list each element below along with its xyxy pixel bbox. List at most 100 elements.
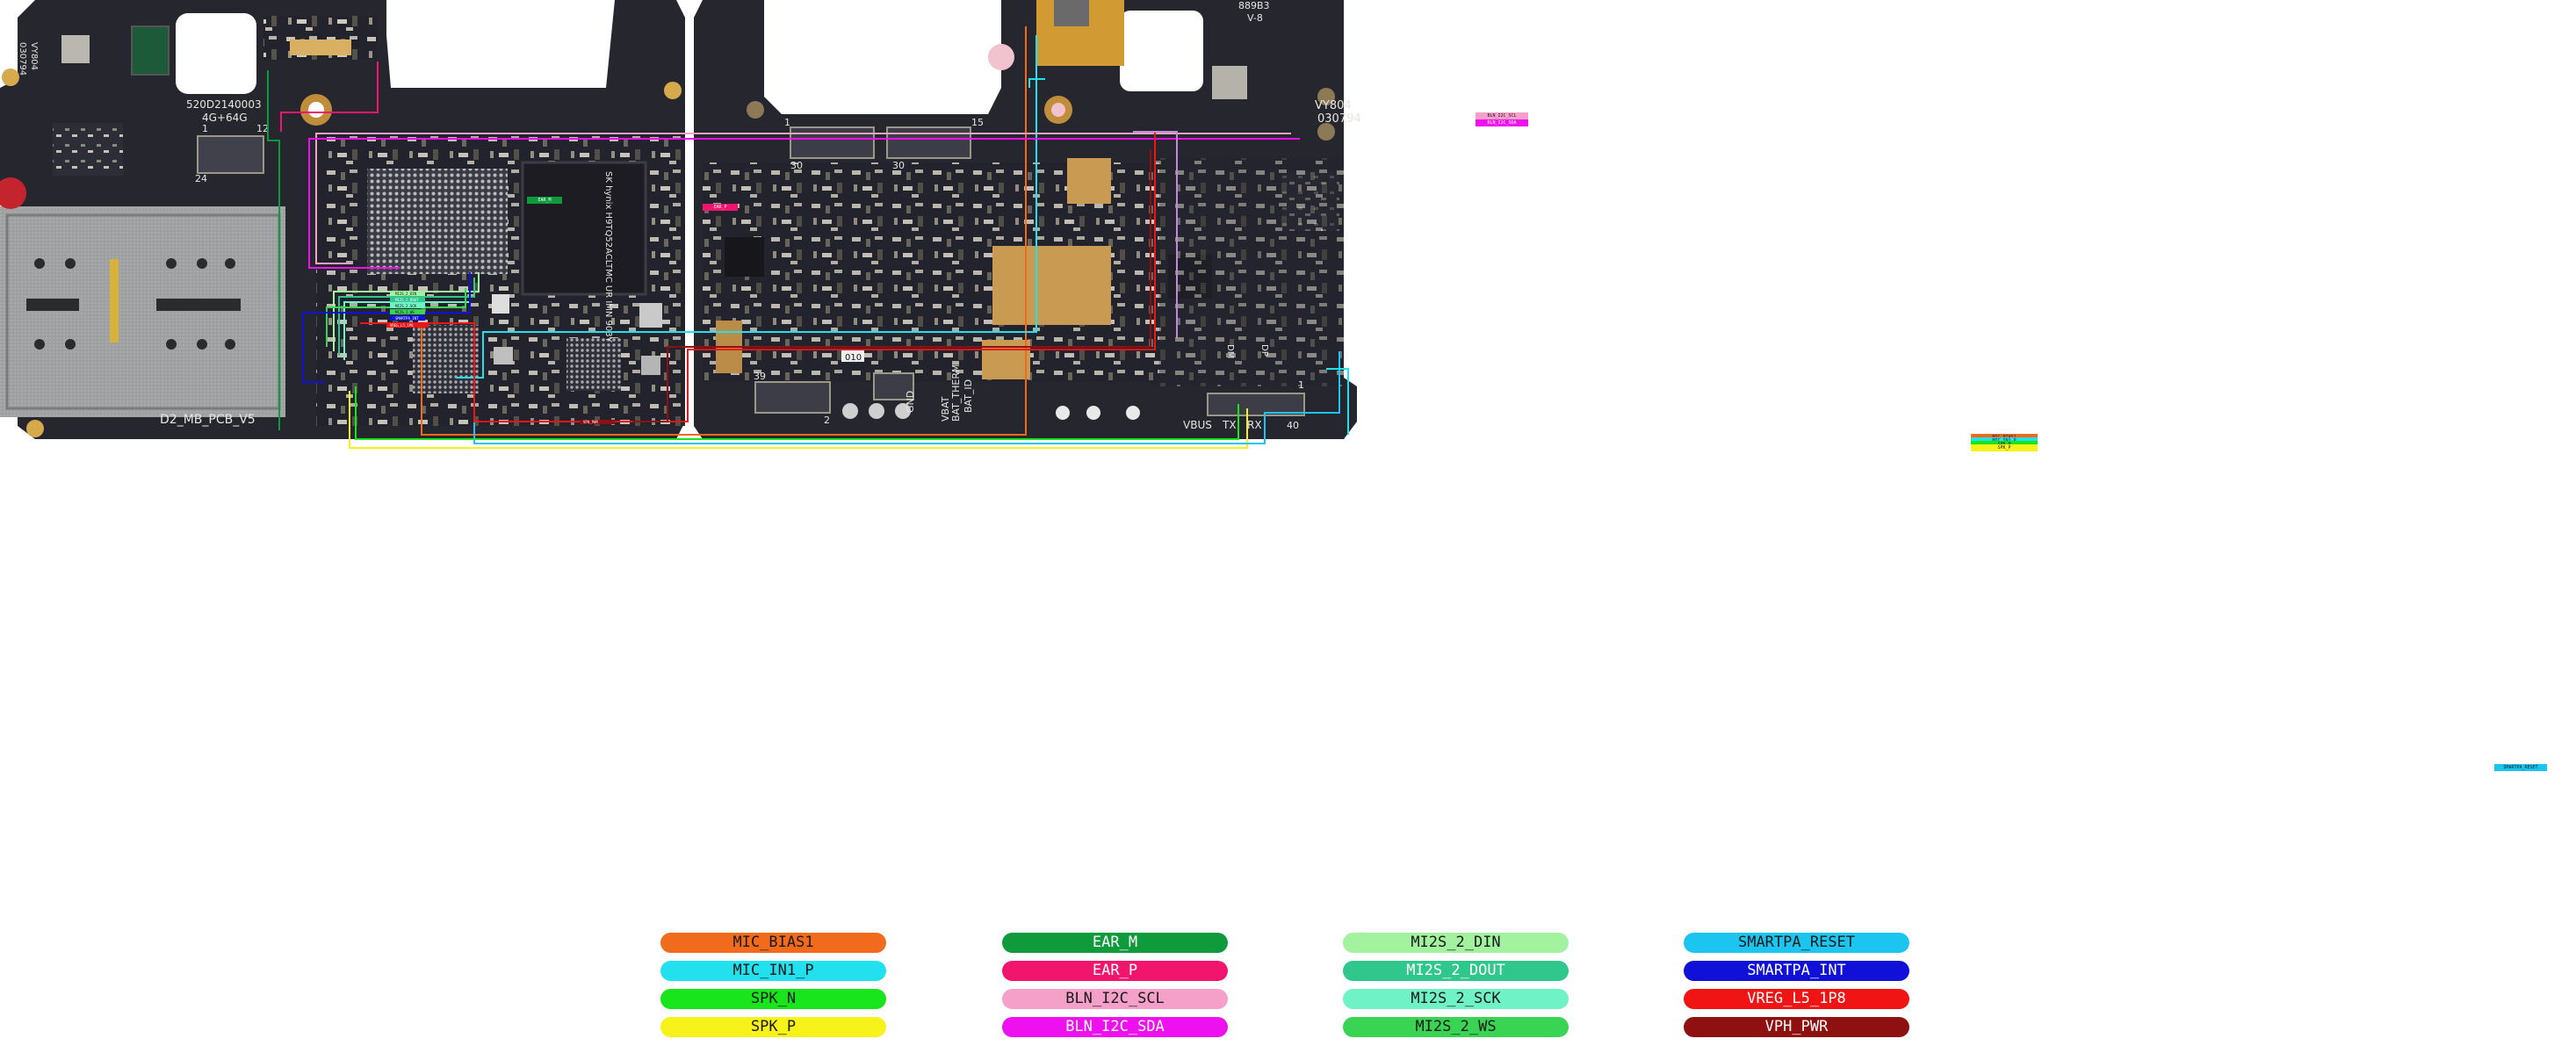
trace-mic-in1-p-2 — [1028, 78, 1045, 88]
legend-mic-bias1: MIC_BIAS1 — [660, 933, 886, 953]
rx-label: RX — [1247, 419, 1262, 431]
legend-bln-i2c-sda: BLN_I2C_SDA — [1002, 1017, 1228, 1037]
red-marker-left — [0, 177, 26, 209]
legend-spk-n: SPK_N — [660, 989, 886, 1009]
trace-spk-n — [355, 386, 1239, 440]
proximity-sensor — [131, 25, 170, 76]
legend-vph-pwr: VPH_PWR — [1684, 1017, 1909, 1037]
vbus-label: VBUS — [1183, 419, 1212, 431]
display-connector — [790, 126, 875, 159]
conn-label-15: 15 — [971, 117, 984, 128]
num-40-label: 40 — [1287, 420, 1299, 431]
legend-smartpa-int: SMARTPA_INT — [1684, 961, 1909, 981]
top-code-label: 889B3 — [1238, 0, 1270, 11]
side-code-left: VY804 — [29, 42, 39, 70]
memory-label: 4G+64G — [202, 112, 248, 124]
conn-num-12: 12 — [256, 123, 269, 134]
legend-spk-p: SPK_P — [660, 1017, 886, 1037]
callout-bln-sda: BLN_I2C_SDA — [1476, 119, 1528, 126]
qr-code-left — [61, 35, 90, 63]
side-num-right: 030794 — [1317, 112, 1361, 126]
battery-pad-copper — [992, 246, 1111, 325]
usb-flex-connector — [1207, 393, 1305, 416]
signal-traces — [267, 26, 1349, 449]
dm-label: DM — [1225, 344, 1235, 358]
soc-bga-ball-grid — [367, 169, 508, 274]
callout-vph-pwr: VPH_PWR — [583, 420, 598, 424]
trace-smartpa-int — [302, 272, 471, 383]
conn-label-1: 1 — [784, 117, 790, 128]
legend-mi2s-2-dout: MI2S_2_DOUT — [1343, 961, 1569, 981]
dp-label: DP — [1259, 344, 1269, 357]
conn-label-30b: 30 — [892, 160, 905, 171]
legend-bln-i2c-scl: BLN_I2C_SCL — [1002, 989, 1228, 1009]
gnd-label: GND — [905, 391, 916, 413]
id-code-label: 010 — [845, 353, 862, 363]
conn-label-39: 39 — [754, 371, 766, 382]
side-num-left: 030794 — [18, 42, 27, 76]
vbat-label: VBAT — [940, 396, 951, 422]
pmic-chip-left — [53, 123, 123, 176]
callout-mi2s-din: MI2S_2_DIN — [395, 292, 417, 296]
trace-right-flex — [1326, 368, 1349, 435]
callout-vreg-l5: VREG_L5_1P8 — [390, 323, 414, 328]
callout-ear-m: EAR_M — [527, 197, 562, 204]
trace-smartpa-reset — [473, 351, 1340, 444]
camera-cutout-right — [1120, 11, 1203, 91]
trace-vreg-l5 — [360, 132, 1156, 422]
trace-bln-scl — [315, 133, 1291, 264]
id-code-tag — [841, 350, 864, 362]
conn-label-30a: 30 — [790, 160, 803, 171]
side-code-right: VY804 — [1315, 99, 1352, 112]
tx-label: TX — [1222, 419, 1237, 431]
connector-left — [197, 135, 264, 174]
trace-ear-p — [280, 61, 379, 132]
callout-spk-p: SPK_P — [1971, 444, 2038, 451]
callout-smartpa-int: SMARTPA_INT — [395, 316, 419, 321]
memory-chip-text: SK hynix H9TQ52ACLTMC UR IMN 903Y — [603, 171, 613, 343]
legend-mic-in1-p: MIC_IN1_P — [660, 961, 886, 981]
test-pad-copper — [1067, 158, 1111, 204]
memory-chip — [521, 161, 647, 296]
touch-connector — [886, 126, 971, 159]
callout-stack-left: MI2S_2_DIN MI2S_2_DOUT MI2S_2_SCK MI2S_2… — [386, 291, 615, 424]
bat-id-label: BAT_ID — [963, 379, 974, 413]
trace-usb-pink — [1133, 131, 1178, 338]
legend-mi2s-2-din: MI2S_2_DIN — [1343, 933, 1569, 953]
bat-therm-label: BAT_THERM — [950, 364, 962, 422]
callout-smartpa-reset: SMARTPA_RESET — [2494, 764, 2547, 771]
battery-connector — [873, 372, 914, 400]
legend-mi2s-2-sck: MI2S_2_SCK — [1343, 989, 1569, 1009]
conn-num-24: 24 — [195, 173, 207, 184]
legend-mi2s-2-ws: MI2S_2_WS — [1343, 1017, 1569, 1037]
callout-mi2s-dout: MI2S_2_DOUT — [395, 298, 419, 302]
pcb-name-label: D2_MB_PCB_V5 — [160, 413, 256, 427]
left-board — [0, 0, 685, 439]
callout-mi2s-sck: MI2S_2_SCK — [395, 304, 417, 308]
qr-code-right — [1212, 66, 1247, 99]
callout-bln-scl: BLN_I2C_SCL — [1476, 112, 1528, 119]
trace-ear-m — [267, 70, 280, 430]
pa-bga — [566, 338, 621, 391]
top-code2-label: V-8 — [1247, 12, 1263, 24]
sim-contact-pads — [26, 258, 241, 350]
callout-ear-p: EAR_P — [703, 204, 738, 211]
callout-mi2s-ws: MI2S_2_WS — [395, 310, 415, 314]
bottom-connector-left — [754, 381, 831, 414]
signal-legend: MIC_BIAS1 MIC_IN1_P SPK_N SPK_P EAR_M EA… — [0, 878, 2576, 1053]
trace-vph-pwr — [632, 149, 1151, 422]
legend-ear-p: EAR_P — [1002, 961, 1228, 981]
legend-vreg-l5-1p8: VREG_L5_1P8 — [1684, 989, 1909, 1009]
pcb-board-diagram: D2_MB_PCB_V5 520D2140003 4G+64G VY804 03… — [0, 0, 1361, 449]
trace-bln-sda — [308, 138, 1300, 269]
legend-ear-m: EAR_M — [1002, 933, 1228, 953]
sim-tray-shield — [0, 206, 285, 417]
codec-bga — [413, 325, 479, 393]
legend-smartpa-reset: SMARTPA_RESET — [1684, 933, 1909, 953]
sensor-chip — [725, 237, 764, 277]
chip-code-label: 520D2140003 — [186, 98, 262, 111]
num-1-label: 1 — [1298, 379, 1304, 391]
conn-num-1: 1 — [202, 123, 208, 134]
conn-label-2: 2 — [824, 415, 830, 426]
camera-cutout — [176, 13, 256, 94]
